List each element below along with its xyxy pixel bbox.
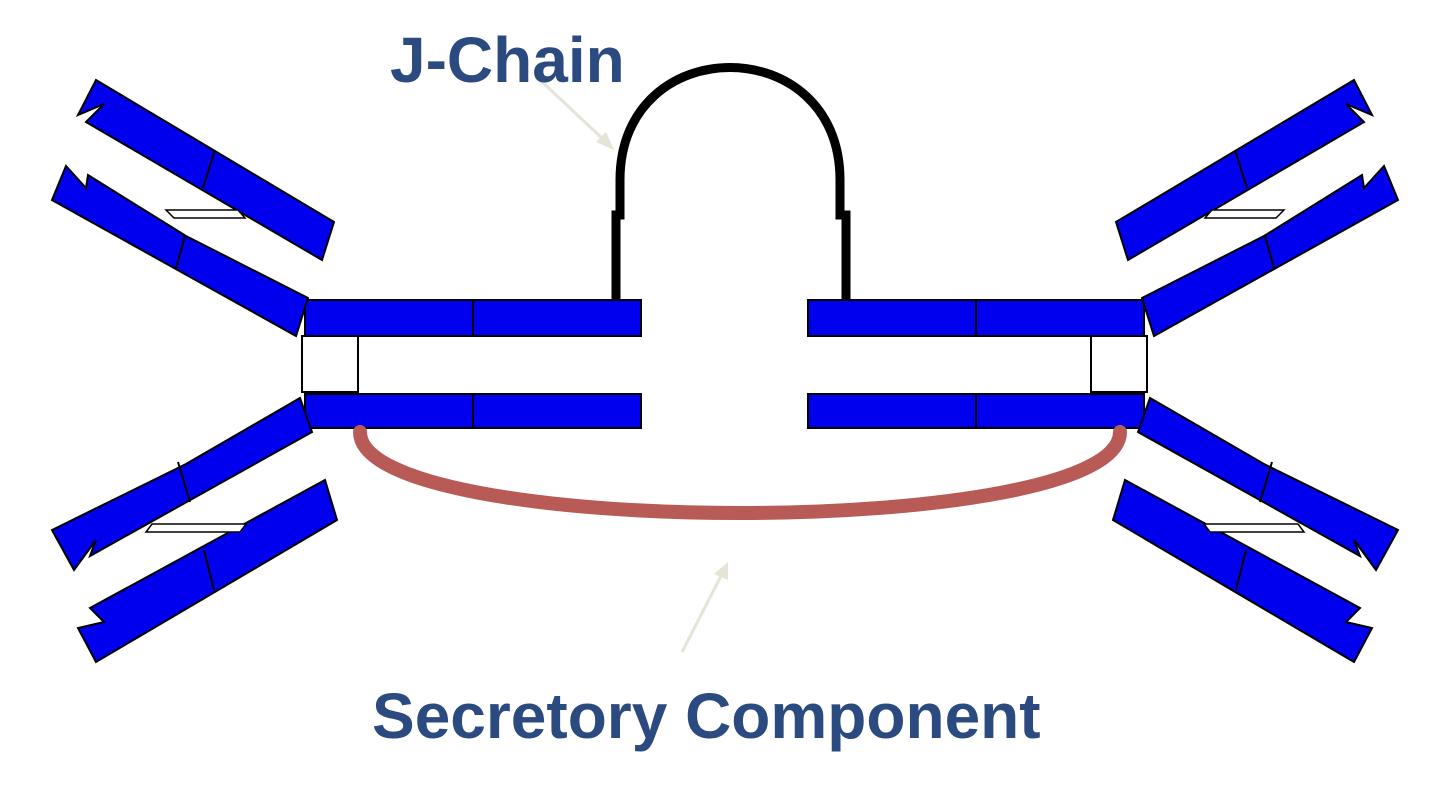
- left-lower-heavy-arm: [50, 396, 314, 572]
- right-lower-fab: [1111, 396, 1400, 664]
- left-lower-light-chain: [76, 478, 339, 664]
- secretory-component-label: Secretory Component: [372, 680, 1041, 752]
- right-lower-heavy-arm: [1136, 396, 1400, 572]
- left-upper-fab: [50, 78, 336, 338]
- right-lower-light-chain: [1111, 478, 1374, 664]
- j-chain-pointer: [538, 78, 614, 150]
- right-upper-fc-domain: [975, 299, 1145, 337]
- right-lower-fc-domain: [807, 393, 977, 429]
- right-hinge-box: [1090, 335, 1148, 393]
- left-upper-light-chain: [75, 78, 336, 262]
- left-upper-fc-domain: [304, 299, 474, 337]
- secretory-component-pointer: [680, 562, 728, 653]
- right-upper-fc-domain: [807, 299, 977, 337]
- right-igA-monomer: [807, 78, 1400, 664]
- secretory-component-arc: [353, 425, 1127, 520]
- left-igA-monomer: [50, 78, 642, 664]
- j-chain-arc: [611, 63, 851, 300]
- left-lower-fab: [50, 396, 339, 664]
- right-lower-fc-domain: [975, 393, 1145, 429]
- left-upper-disulfide-bond: [164, 209, 247, 219]
- right-upper-disulfide-bond: [1203, 209, 1286, 219]
- right-upper-fab: [1114, 78, 1400, 338]
- right-lower-disulfide-bond: [1202, 523, 1306, 533]
- left-lower-fc-domain: [472, 393, 642, 429]
- left-hinge-box: [301, 335, 359, 393]
- right-upper-light-chain: [1114, 78, 1375, 262]
- j-chain-label: J-Chain: [390, 24, 625, 96]
- left-lower-disulfide-bond: [144, 523, 248, 533]
- j-chain: [611, 63, 851, 300]
- left-lower-fc-domain: [304, 393, 474, 429]
- left-upper-fc-domain: [472, 299, 642, 337]
